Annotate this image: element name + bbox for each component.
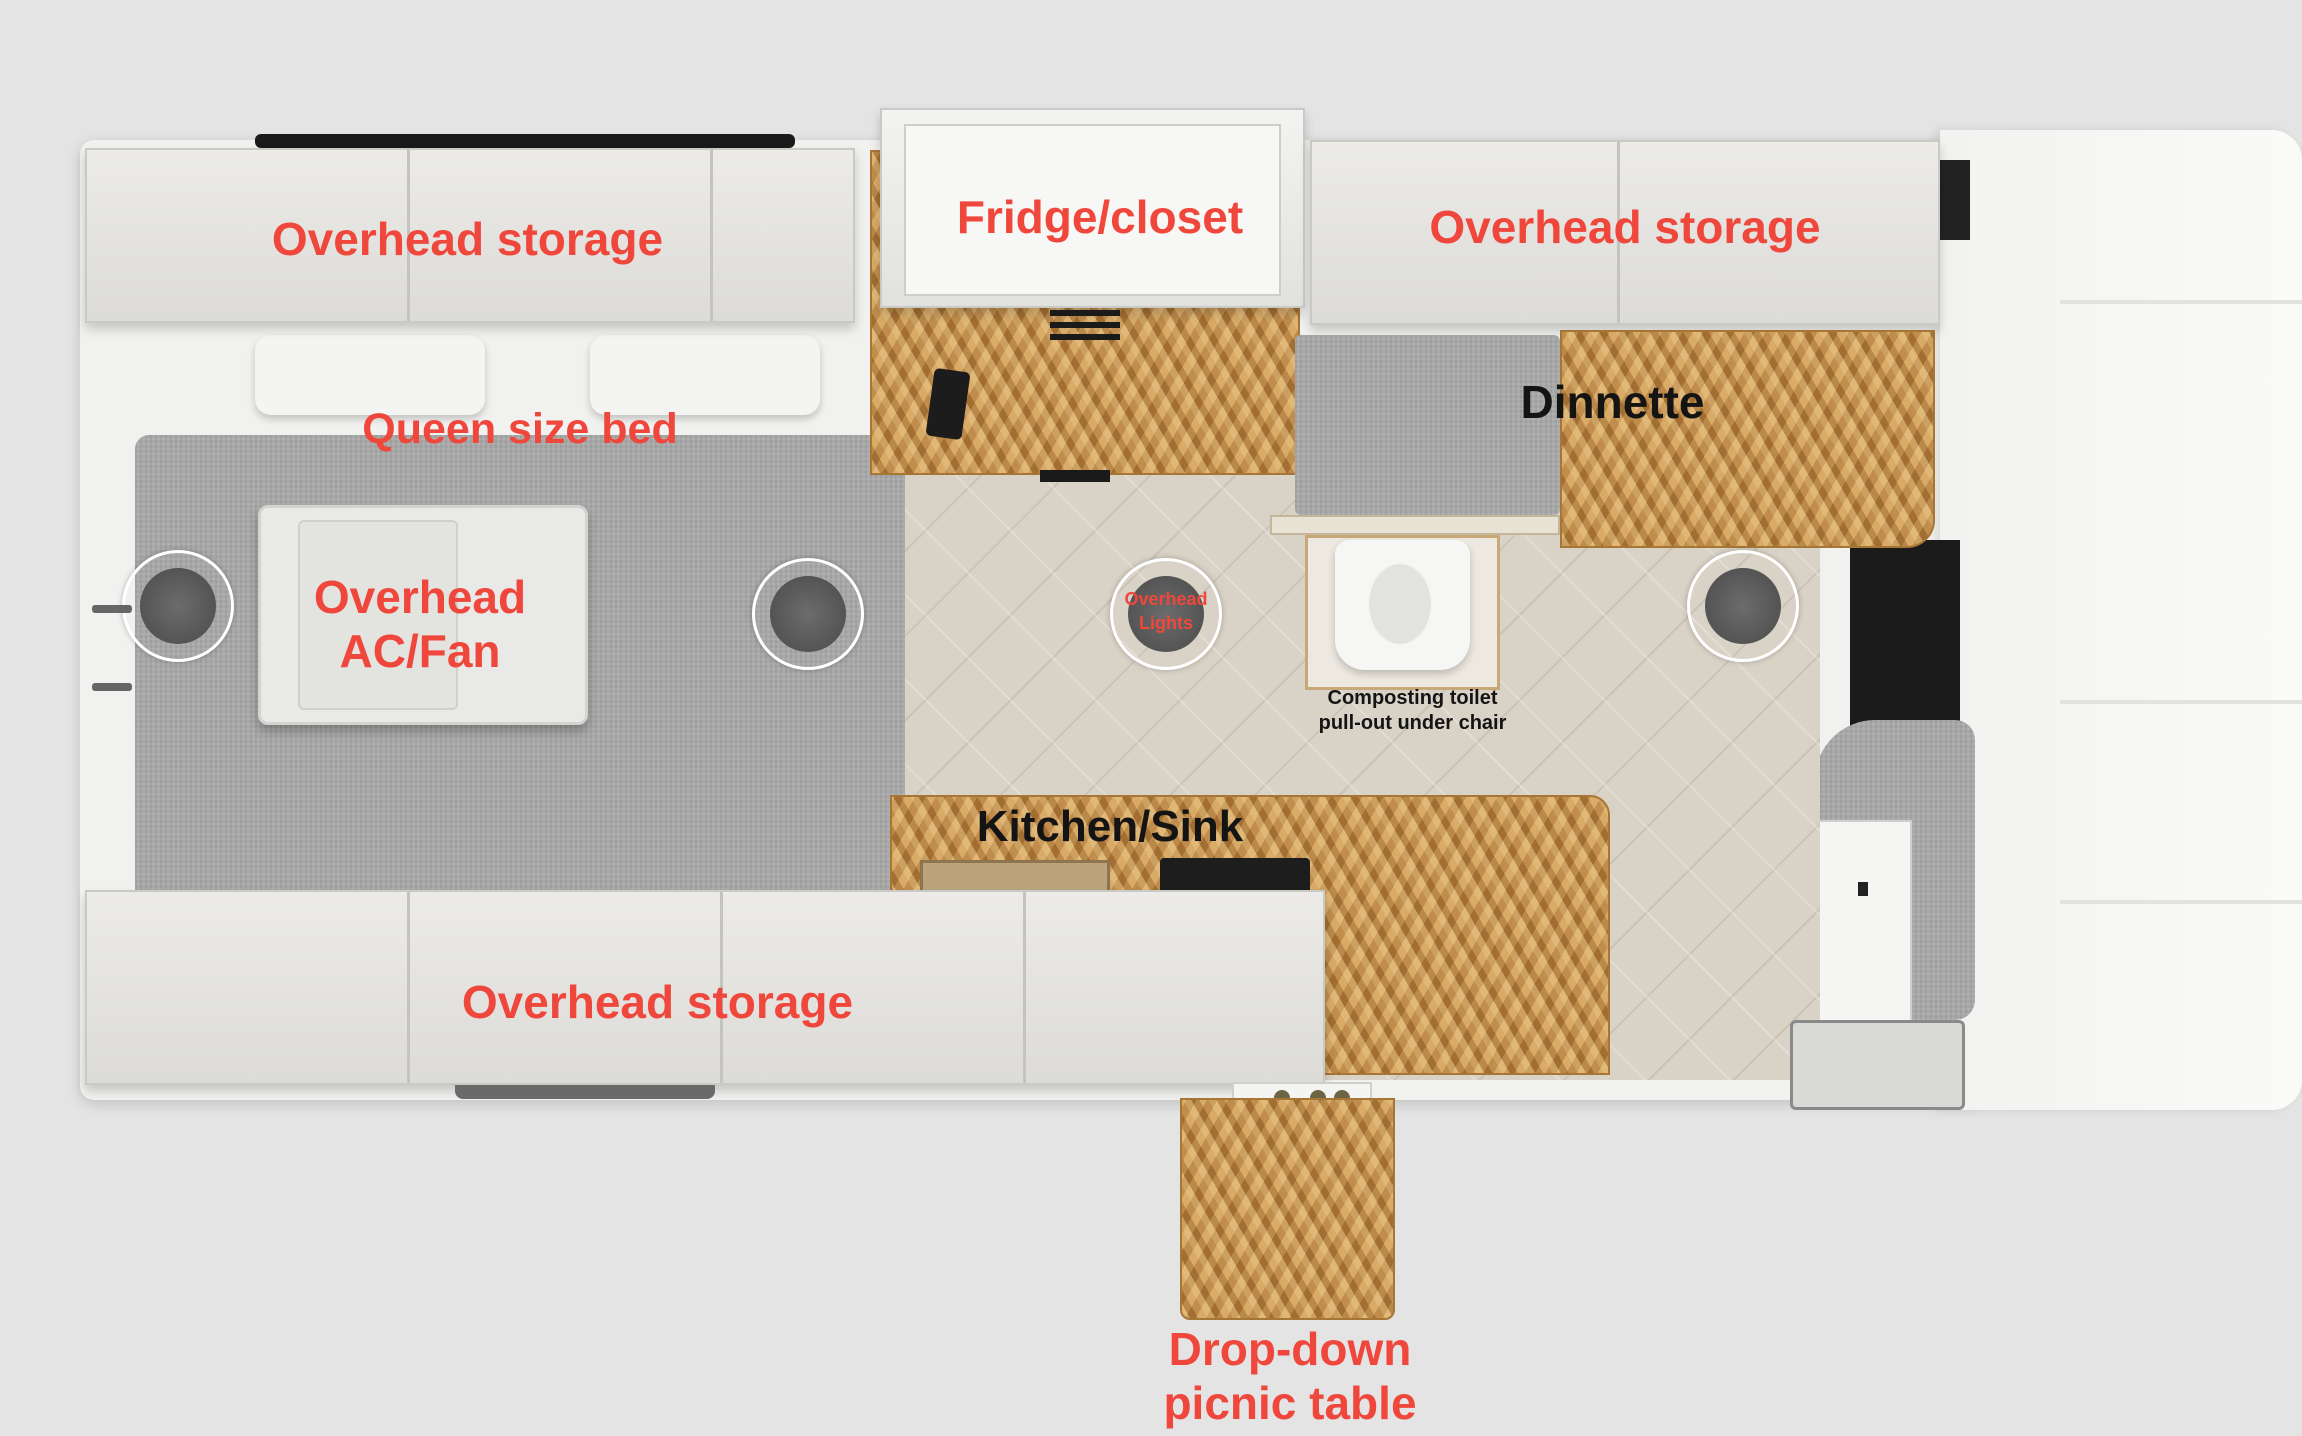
label-overhead-lights-line1: Overhead bbox=[1124, 589, 1208, 609]
cabinet-door bbox=[723, 892, 1026, 1083]
overhead-storage-bottom bbox=[85, 890, 1325, 1085]
label-ac-fan: Overhead AC/Fan bbox=[270, 570, 570, 678]
label-picnic-table-line2: picnic table bbox=[1163, 1377, 1417, 1429]
label-overhead-storage-top-left: Overhead storage bbox=[271, 213, 664, 265]
overhead-storage-top-left bbox=[85, 148, 855, 323]
cab-hood-line bbox=[2060, 700, 2302, 704]
overhead-light bbox=[140, 568, 216, 644]
cabinet-door bbox=[410, 150, 713, 321]
overhead-storage-top-right bbox=[1310, 140, 1940, 325]
label-queen-bed: Queen size bed bbox=[362, 405, 678, 453]
overhead-light-ring bbox=[1687, 550, 1799, 662]
label-overhead-lights: Overhead Lights bbox=[1110, 587, 1222, 635]
toilet-seat bbox=[1369, 564, 1431, 644]
label-composting-toilet: Composting toilet pull-out under chair bbox=[1290, 686, 1535, 736]
cab-hood-line bbox=[2060, 300, 2302, 304]
label-overhead-lights-line2: Lights bbox=[1139, 613, 1193, 633]
label-fridge-closet: Fridge/closet bbox=[956, 191, 1244, 243]
picnic-table bbox=[1180, 1098, 1395, 1320]
overhead-light bbox=[770, 576, 846, 652]
bed-handle bbox=[92, 683, 132, 691]
cabinet-door bbox=[1312, 142, 1620, 323]
composting-toilet bbox=[1335, 540, 1470, 670]
door-step bbox=[1790, 1020, 1965, 1110]
label-picnic-table: Drop-down picnic table bbox=[1120, 1322, 1460, 1430]
dinnette-bench bbox=[1295, 335, 1560, 515]
overhead-light-ring bbox=[752, 558, 864, 670]
console-button bbox=[1858, 882, 1868, 896]
label-picnic-table-line1: Drop-down bbox=[1168, 1323, 1412, 1375]
label-ac-fan-line1: Overhead bbox=[313, 571, 527, 623]
fridge-vent bbox=[1050, 322, 1120, 328]
cab-hood-line bbox=[2060, 900, 2302, 904]
cabinet-door bbox=[1026, 892, 1323, 1083]
cabinet-door bbox=[87, 892, 410, 1083]
ac-fan-vent bbox=[298, 520, 458, 710]
label-ac-fan-line2: AC/Fan bbox=[339, 625, 501, 677]
label-overhead-storage-top-right: Overhead storage bbox=[1429, 201, 1821, 253]
label-composting-toilet-line1: Composting toilet bbox=[1327, 687, 1498, 709]
label-dinnette: Dinnette bbox=[1520, 376, 1705, 428]
under-rail bbox=[455, 1085, 715, 1099]
cabinet-door bbox=[713, 150, 853, 321]
dinnette-table bbox=[1560, 330, 1935, 548]
steering-console bbox=[1818, 820, 1912, 1050]
fridge-vent bbox=[1050, 334, 1120, 340]
label-overhead-storage-bottom: Overhead storage bbox=[461, 976, 854, 1028]
fridge-closet bbox=[880, 108, 1305, 308]
overhead-light-ring bbox=[122, 550, 234, 662]
fridge-door-inner bbox=[904, 124, 1281, 296]
overhead-light bbox=[1128, 576, 1204, 652]
fridge-vent bbox=[1050, 310, 1120, 316]
pillow-right bbox=[590, 335, 820, 415]
drawer-handle bbox=[1040, 470, 1110, 482]
van-cab bbox=[1940, 130, 2302, 1110]
dinnette-base bbox=[1270, 515, 1560, 535]
roof-rail bbox=[255, 134, 795, 148]
overhead-light-ring bbox=[1110, 558, 1222, 670]
cabinet-door bbox=[1620, 142, 1938, 323]
label-composting-toilet-line2: pull-out under chair bbox=[1318, 712, 1507, 734]
cabinet-door bbox=[87, 150, 410, 321]
label-kitchen-sink: Kitchen/Sink bbox=[976, 802, 1244, 851]
pillow-left bbox=[255, 335, 485, 415]
bed-handle bbox=[92, 605, 132, 613]
overhead-light bbox=[1705, 568, 1781, 644]
cabinet-door bbox=[410, 892, 723, 1083]
